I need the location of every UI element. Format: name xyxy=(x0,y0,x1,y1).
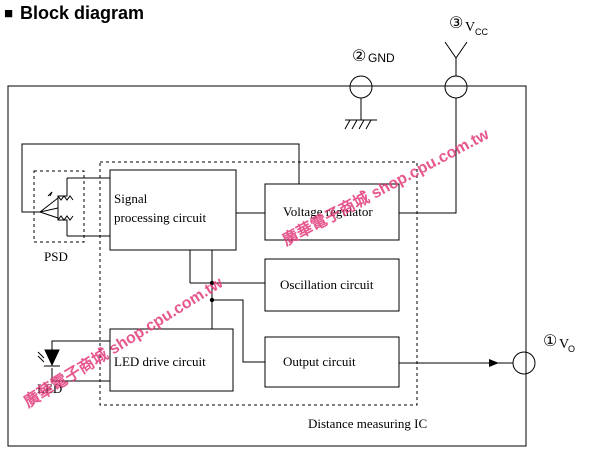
title-square-icon: ■ xyxy=(4,5,13,22)
psd-boundary xyxy=(33,170,85,243)
led-drive-circuit-label: LED drive circuit xyxy=(114,354,206,369)
gnd-pin-label: GND xyxy=(368,51,395,65)
vo-pin-subscript: O xyxy=(568,344,575,354)
diagram-title: Block diagram xyxy=(20,3,144,23)
ic-label: Distance measuring IC xyxy=(308,416,427,431)
vcc-pin-label: V xyxy=(465,20,475,35)
vo-pin-label: V xyxy=(559,337,569,352)
vcc-antenna-symbol xyxy=(444,41,468,76)
output-circuit-label: Output circuit xyxy=(283,354,356,369)
junction-dot xyxy=(209,297,215,303)
vcc-pin-circle xyxy=(444,75,468,99)
led-label: LED xyxy=(37,381,62,396)
gnd-pin-circle xyxy=(349,75,373,99)
vcc-pin-number: ③ xyxy=(449,15,463,32)
junction-dot xyxy=(209,280,215,286)
led-drive-to-led-wire xyxy=(51,340,110,350)
psd-label: PSD xyxy=(44,249,68,264)
vcc-pin-subscript: CC xyxy=(475,27,488,37)
oscillation-circuit-box xyxy=(264,258,400,312)
vcc-supply-wire xyxy=(399,98,457,214)
signal-processing-label-line1: Signal xyxy=(114,191,148,206)
ic-boundary xyxy=(99,161,418,406)
led-symbol-icon xyxy=(37,349,60,367)
led-return-wire xyxy=(51,368,110,382)
signal-processing-label-line2: processing circuit xyxy=(114,210,206,225)
output-arrow-icon xyxy=(489,359,499,367)
voltage-regulator-box xyxy=(264,183,400,241)
signal-processing-box xyxy=(109,169,237,251)
bus-to-output-wire xyxy=(212,299,265,363)
voltage-regulator-label: Voltage regulator xyxy=(283,204,373,219)
module-boundary xyxy=(7,85,527,447)
psd-symbol-icon xyxy=(39,178,74,236)
led-drive-circuit-box xyxy=(109,328,234,392)
vo-pin-number: ① xyxy=(543,333,557,350)
oscillation-circuit-label: Oscillation circuit xyxy=(280,277,374,292)
ground-symbol xyxy=(344,98,377,130)
watermark-text: 廣華電子商城 shop.cpu.com.tw xyxy=(279,124,492,250)
gnd-pin-number: ② xyxy=(352,48,366,65)
vo-pin-circle xyxy=(512,351,536,375)
psd-supply-wire xyxy=(21,143,300,213)
